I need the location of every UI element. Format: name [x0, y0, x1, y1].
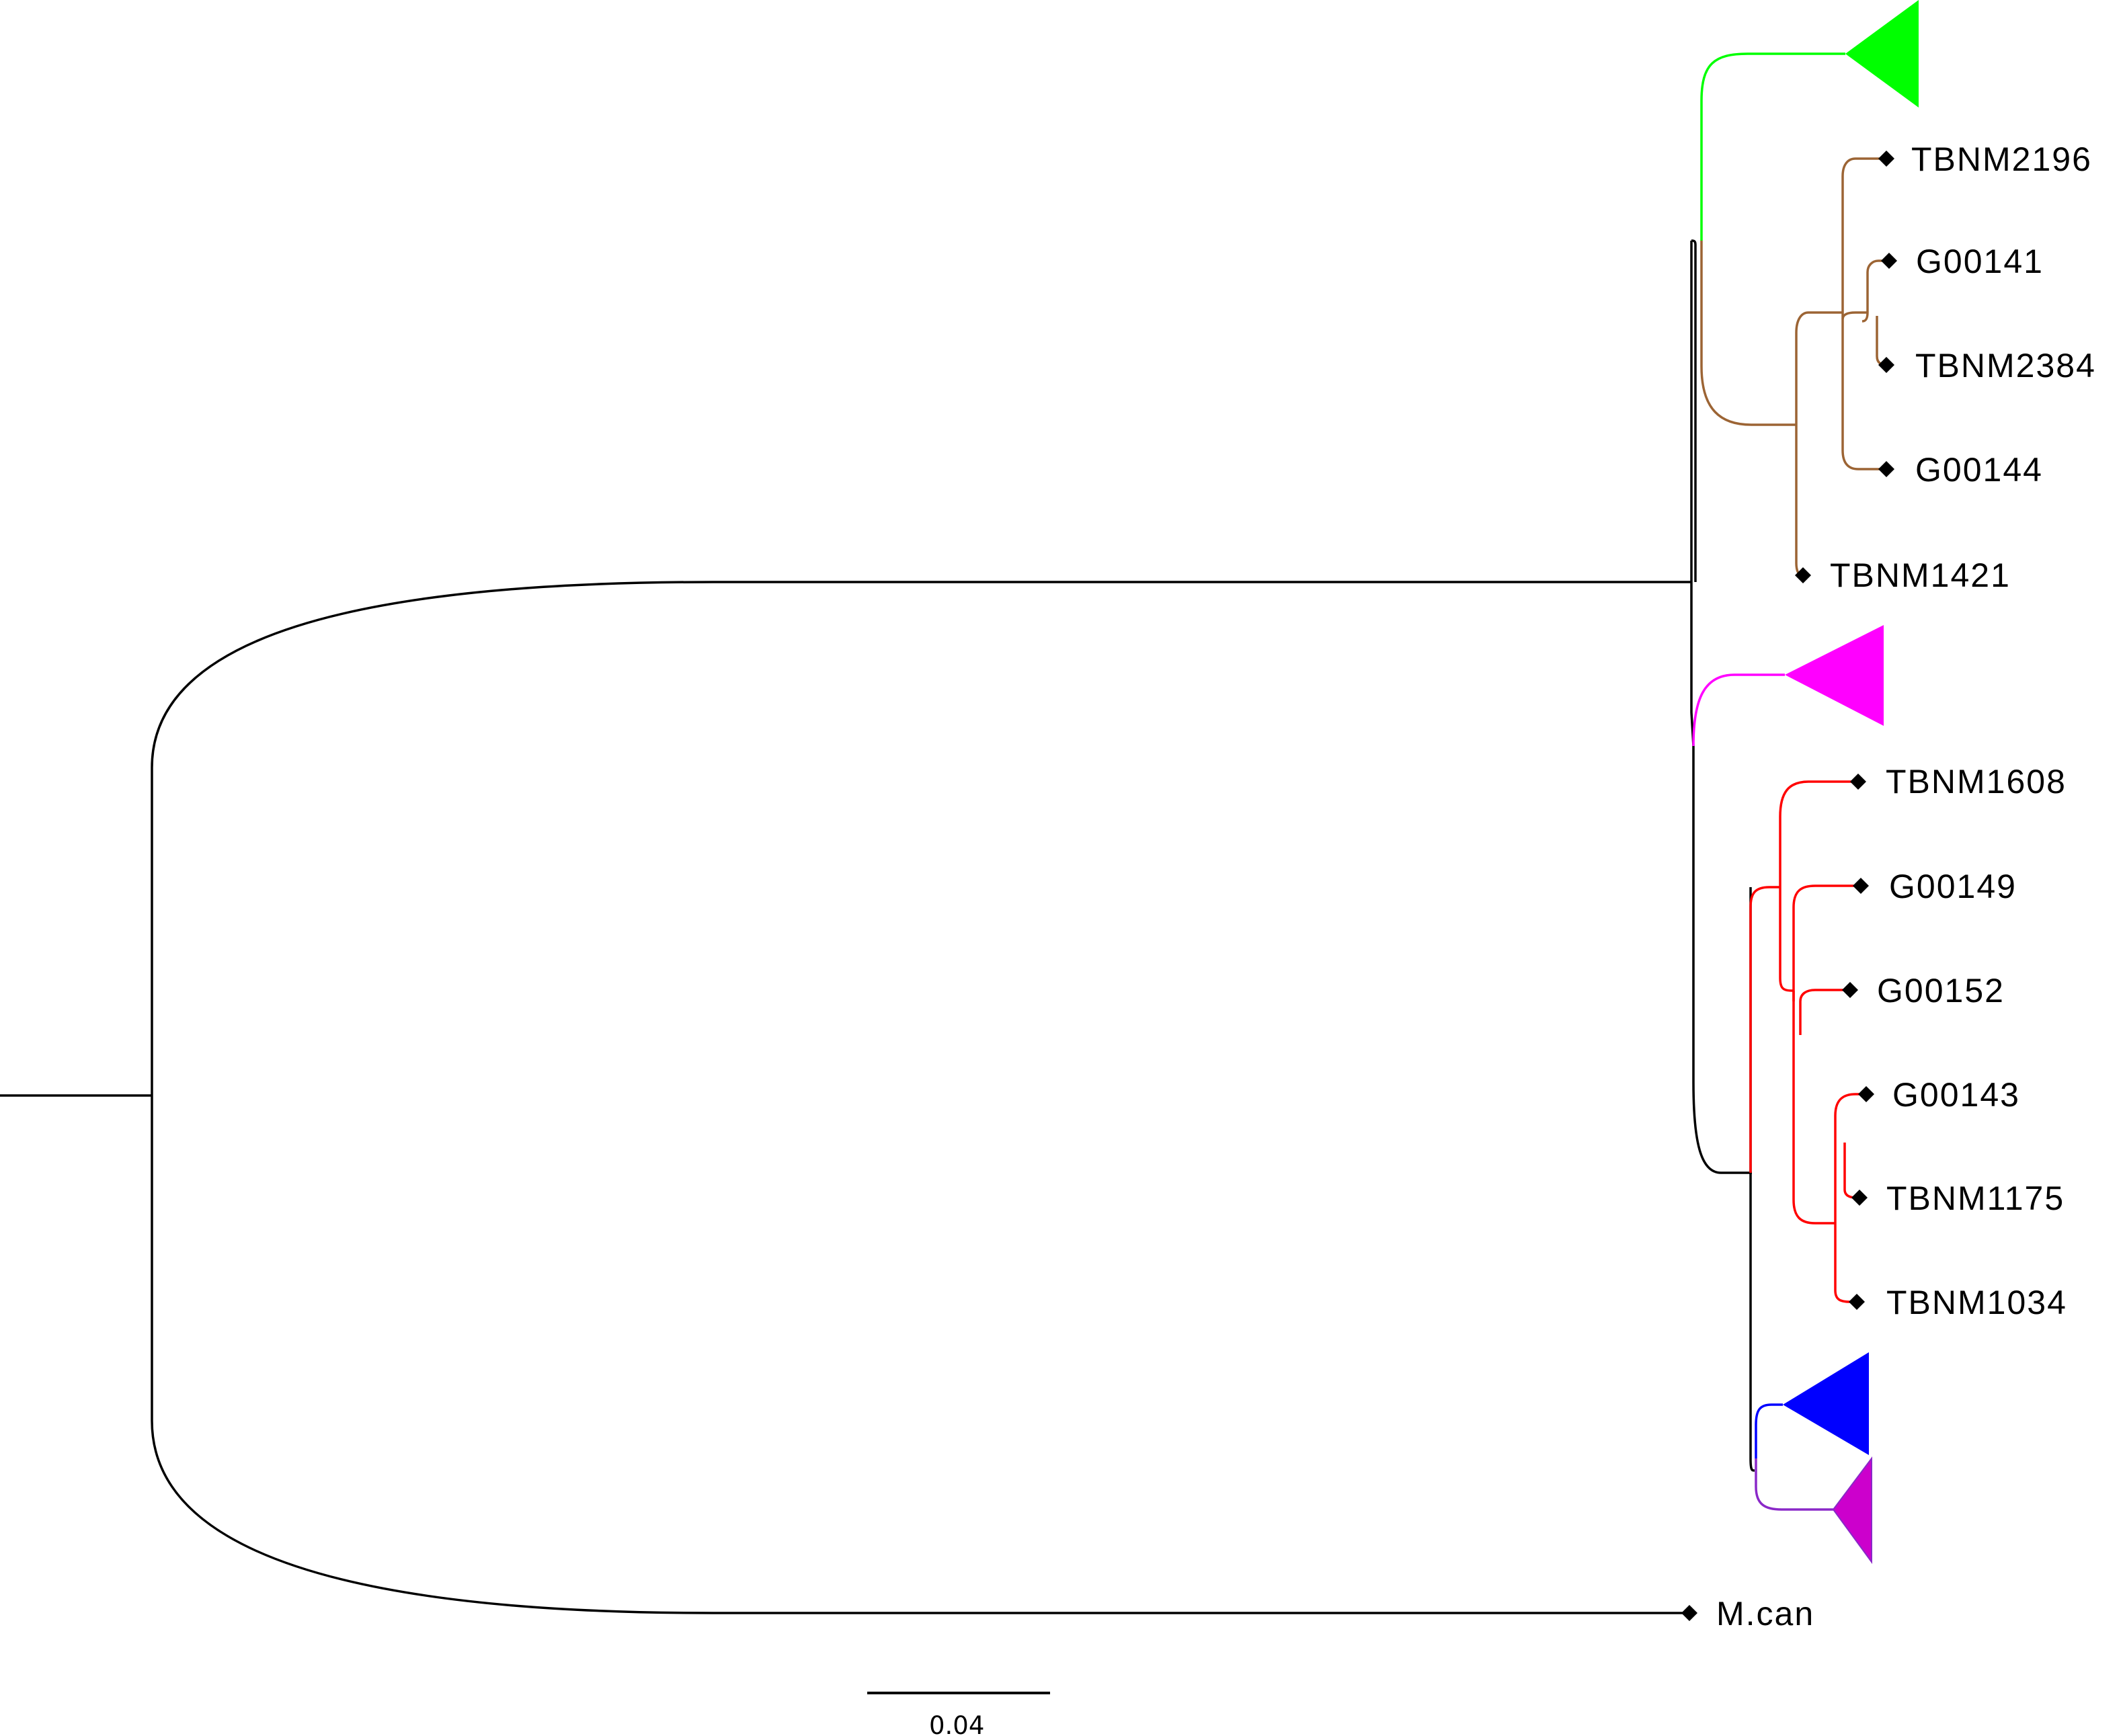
tip-label-g00141: G00141 [1916, 243, 2044, 280]
tip-label-tbnm1608: TBNM1608 [1886, 763, 2067, 800]
red-node3 [1792, 991, 1835, 1225]
tip-marker-tbnm1175 [1851, 1190, 1868, 1206]
tip-marker-g00152 [1842, 982, 1858, 998]
tip-label-tbnm2384: TBNM2384 [1915, 347, 2096, 384]
brown-node1 [1795, 311, 1809, 577]
tip-marker-tbnm2384 [1878, 357, 1894, 373]
brown-stem [1700, 241, 1796, 426]
tip-label-mcan: M.can [1716, 1595, 1814, 1632]
red-node4-low [1834, 1223, 1851, 1303]
clade-green-triangle [1845, 0, 1919, 108]
tip-labels: TBNM2196 G00141 TBNM2384 G00144 TBNM1421… [1716, 140, 2096, 1632]
clade-blue-branch [1755, 1403, 1783, 1458]
brown-to-tbnm2384 [1876, 316, 1887, 366]
tip-markers [1681, 151, 1897, 1621]
tip-marker-tbnm1608 [1850, 774, 1866, 790]
clade-green-branch [1700, 52, 1845, 241]
tip-marker-mcan [1681, 1605, 1697, 1621]
clade-brown [1700, 157, 1889, 577]
clade-purple-triangle [1832, 1456, 1872, 1565]
clade-green [1700, 0, 1919, 241]
red-node1 [1779, 780, 1855, 887]
backbone-branches [0, 239, 1755, 1614]
tip-marker-g00144 [1878, 461, 1894, 477]
tip-label-g00144: G00144 [1915, 451, 2043, 489]
red-to-g00149-node [1792, 884, 1861, 1001]
scale-bar-label: 0.04 [929, 1711, 984, 1736]
red-node4 [1834, 1093, 1866, 1223]
tip-label-g00143: G00143 [1892, 1076, 2020, 1114]
clade-purple-branch [1755, 1458, 1833, 1511]
tip-marker-tbnm2196 [1878, 151, 1894, 167]
tip-label-g00149: G00149 [1889, 868, 2017, 905]
root-node-curve [151, 581, 713, 1614]
clade-blue [1755, 1352, 1869, 1458]
tip-label-tbnm1421: TBNM1421 [1830, 556, 2011, 594]
clade-red [1749, 780, 1866, 1303]
lower-vertical [1749, 887, 1755, 1472]
scale-bar: 0.04 [867, 1692, 1050, 1736]
tip-marker-g00141 [1881, 253, 1897, 269]
brown-node2 [1841, 157, 1886, 470]
brown-node3-curve [1861, 259, 1879, 323]
red-node1-low [1779, 887, 1792, 992]
tip-marker-g00149 [1853, 878, 1869, 894]
tip-label-tbnm2196: TBNM2196 [1911, 140, 2092, 178]
clade-magenta-branch [1692, 673, 1785, 747]
tip-label-g00152: G00152 [1877, 972, 2005, 1009]
tip-label-tbnm1175: TBNM1175 [1886, 1180, 2065, 1217]
ingroup-vertical [1690, 241, 1751, 1174]
brown-node3 [1841, 311, 1868, 320]
red-to-g00152 [1799, 989, 1849, 1035]
clade-magenta [1692, 625, 1884, 747]
clade-blue-triangle [1783, 1352, 1869, 1455]
clade-magenta-triangle [1785, 625, 1884, 726]
red-stem [1749, 886, 1780, 1173]
tip-marker-g00143 [1858, 1086, 1874, 1102]
tip-label-tbnm1034: TBNM1034 [1886, 1284, 2067, 1321]
tip-marker-tbnm1421 [1795, 567, 1811, 583]
red-node5 [1843, 1143, 1857, 1199]
tip-marker-tbnm1034 [1849, 1294, 1865, 1310]
clade-purple [1755, 1456, 1872, 1565]
